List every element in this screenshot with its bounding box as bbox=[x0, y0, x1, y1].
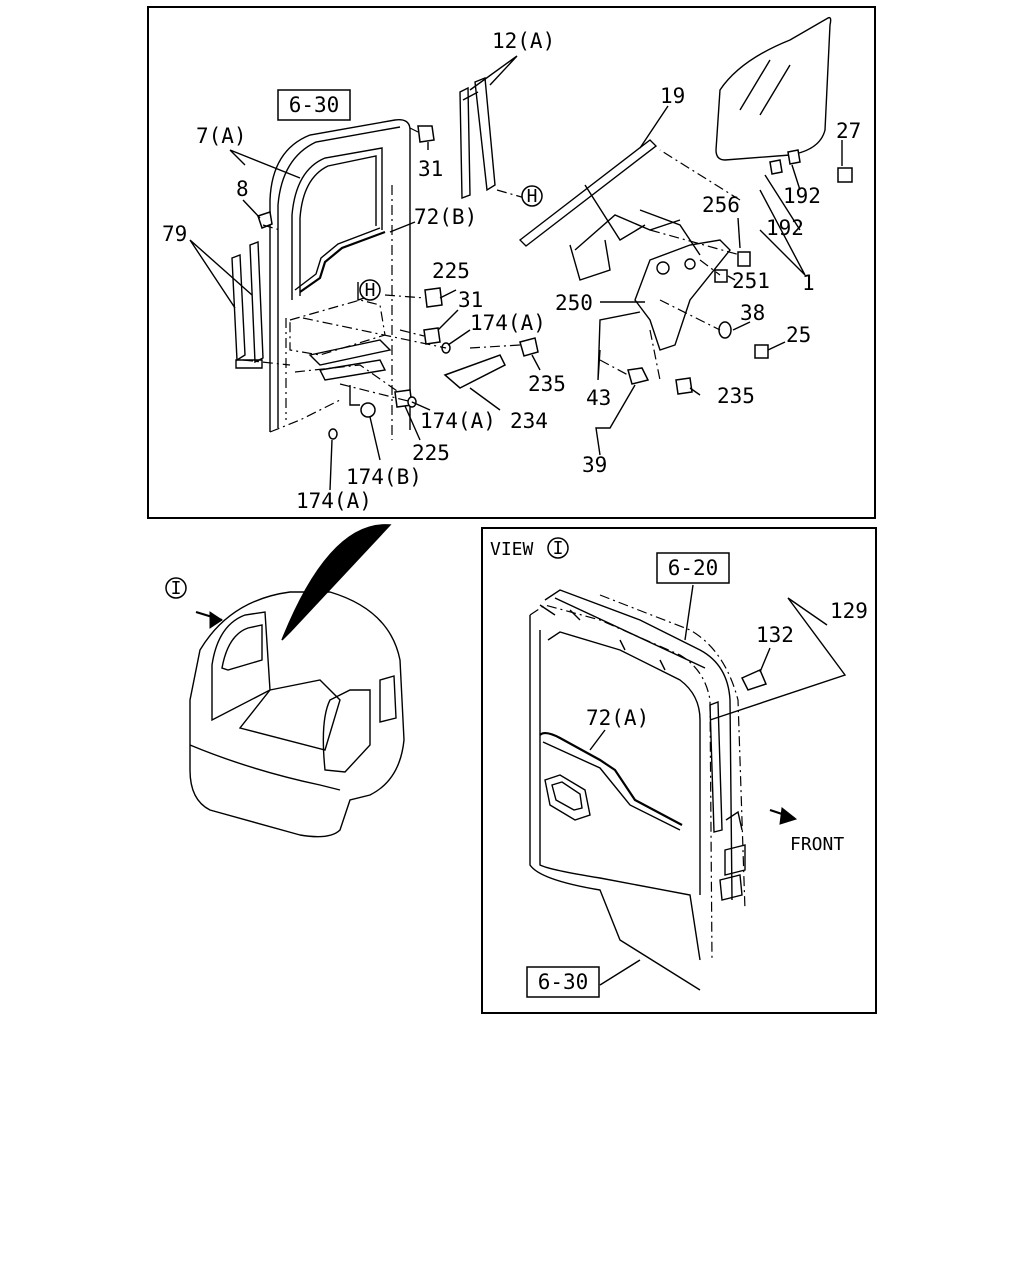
ref-box-6-30-top bbox=[277, 89, 351, 121]
ref-6-30-bottom-label: 6-30 bbox=[538, 970, 589, 994]
cab-illustration bbox=[189, 524, 405, 838]
ref-box-6-30-bottom bbox=[526, 966, 600, 998]
front-arrowhead-icon bbox=[779, 807, 798, 825]
callout-labels-top: 12(A) 19 7(A) 8 31 72(B) 79 225 31 174(A… bbox=[162, 29, 861, 513]
callout-19: 19 bbox=[660, 84, 685, 108]
callout-labels-detail: 129 132 72(A) bbox=[586, 599, 868, 730]
circle-marker-i bbox=[165, 577, 187, 599]
callout-31: 31 bbox=[418, 157, 443, 181]
callout-174b: 174(B) bbox=[346, 465, 422, 489]
view-label: VIEW bbox=[490, 539, 534, 560]
view-i-detail-panel bbox=[481, 527, 877, 1014]
callout-225: 225 bbox=[412, 441, 450, 465]
callout-192: 192 bbox=[783, 184, 821, 208]
marker-h-label: H bbox=[527, 186, 538, 207]
front-label: FRONT bbox=[790, 834, 844, 855]
callout-38: 38 bbox=[740, 301, 765, 325]
callout-72a: 72(A) bbox=[586, 706, 649, 730]
callout-132: 132 bbox=[756, 623, 794, 647]
ref-6-20-label: 6-20 bbox=[668, 556, 719, 580]
callout-251: 251 bbox=[732, 269, 770, 293]
callout-43: 43 bbox=[586, 386, 611, 410]
callout-79: 79 bbox=[162, 222, 187, 246]
view-marker-i bbox=[547, 537, 569, 559]
ref-6-30-label: 6-30 bbox=[289, 93, 340, 117]
callout-192: 192 bbox=[766, 216, 804, 240]
callout-174a: 174(A) bbox=[420, 409, 496, 433]
callout-235: 235 bbox=[717, 384, 755, 408]
callout-7a: 7(A) bbox=[196, 124, 247, 148]
marker-i-label: I bbox=[171, 578, 182, 599]
callout-1: 1 bbox=[802, 271, 815, 295]
callout-31: 31 bbox=[458, 288, 483, 312]
view-marker-label: I bbox=[553, 538, 564, 559]
callout-174a: 174(A) bbox=[296, 489, 372, 513]
marker-h-label: H bbox=[365, 280, 376, 301]
door-glass-1 bbox=[715, 16, 832, 161]
callout-250: 250 bbox=[555, 291, 593, 315]
callout-8: 8 bbox=[236, 177, 249, 201]
door-detail-drawing bbox=[529, 589, 768, 991]
callout-174a: 174(A) bbox=[470, 311, 546, 335]
callout-235: 235 bbox=[528, 372, 566, 396]
callout-12a: 12(A) bbox=[492, 29, 555, 53]
callout-25: 25 bbox=[786, 323, 811, 347]
callout-256: 256 bbox=[702, 193, 740, 217]
leader-lines bbox=[189, 55, 843, 491]
weatherstrip-79 bbox=[231, 241, 264, 369]
door-frame bbox=[269, 119, 411, 440]
run-channel-12a bbox=[459, 77, 496, 200]
circle-marker-h bbox=[359, 279, 381, 301]
callout-27: 27 bbox=[836, 119, 861, 143]
ref-box-6-20 bbox=[656, 552, 730, 584]
glass-reflection-lines bbox=[739, 59, 791, 116]
exploded-door-diagram-panel bbox=[147, 6, 876, 519]
bracket-250 bbox=[634, 239, 731, 351]
callout-72b: 72(B) bbox=[414, 205, 477, 229]
detail-leader-lines bbox=[589, 584, 847, 986]
circle-marker-h bbox=[521, 185, 543, 207]
callout-234: 234 bbox=[510, 409, 548, 433]
window-regulator-19 bbox=[518, 139, 701, 281]
callout-39: 39 bbox=[582, 453, 607, 477]
callout-225: 225 bbox=[432, 259, 470, 283]
callout-129: 129 bbox=[830, 599, 868, 623]
clip-8 bbox=[257, 211, 273, 229]
